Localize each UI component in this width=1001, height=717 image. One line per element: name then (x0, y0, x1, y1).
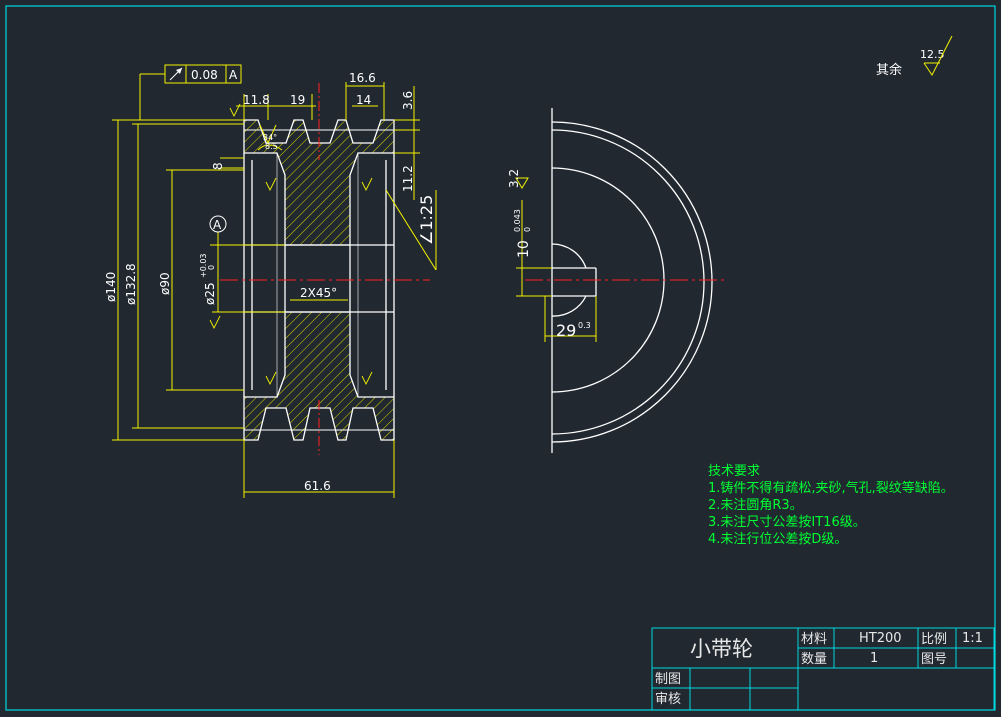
datum-label: A (213, 218, 222, 232)
dim-key-depth: 29 (556, 321, 576, 340)
dim-dia-132-8: ø132.8 (124, 263, 138, 305)
technical-requirements: 技术要求 1.铸件不得有疏松,夹砂,气孔,裂纹等缺陷。 2.未注圆角R3。 3.… (708, 463, 954, 548)
dim-19: 19 (290, 93, 305, 107)
scale-value: 1:1 (962, 631, 983, 646)
tech-item-1: 1.铸件不得有疏松,夹砂,气孔,裂纹等缺陷。 (708, 481, 954, 496)
datum-a-marker-icon: A (209, 215, 227, 233)
dim-8-5: 8.5 (265, 142, 278, 151)
tech-item-2: 2.未注圆角R3。 (708, 498, 803, 513)
dim-14: 14 (356, 93, 371, 107)
checked-label: 审核 (655, 692, 681, 707)
roughness-symbol-icon (923, 35, 953, 76)
tolerance-datum: A (229, 68, 238, 82)
dim-dia-25: ø25 (203, 282, 217, 305)
section-hatch-area (243, 119, 395, 246)
dim-key-width: 10 (516, 240, 532, 258)
scale-label: 比例 (921, 632, 947, 647)
runout-tolerance-arrow-icon (169, 67, 183, 81)
dim-dia-25-tol-upper: +0.03 (199, 253, 208, 278)
dim-chamfer: 2X45° (300, 286, 337, 300)
roughness-marks (209, 103, 373, 386)
dimension-texts: 11.8 19 16.6 14 3.6 11.2 ∠1:25 34° 8.5 8… (104, 71, 436, 493)
title-block (651, 627, 995, 711)
dim-key-width-tol-lower: 0 (523, 227, 532, 232)
dim-angle-34: 34° (263, 133, 277, 142)
roughness-value: 12.5 (920, 48, 945, 61)
dim-3-2: 3.2 (507, 169, 521, 188)
section-view (220, 83, 430, 455)
dim-dia-25-tol-lower: 0 (207, 265, 216, 270)
tolerance-value: 0.08 (191, 68, 218, 82)
tech-item-3: 3.未注尺寸公差按IT16级。 (708, 515, 866, 530)
dim-dia-90: ø90 (158, 272, 172, 295)
dim-16-6: 16.6 (349, 71, 376, 85)
dim-11-2: 11.2 (401, 165, 415, 192)
roughness-label: 其余 (876, 62, 902, 78)
side-dimension-texts: 3.2 10 0.043 0 29 0.3 (507, 169, 591, 340)
drawn-label: 制图 (655, 672, 681, 687)
dimension-lines (112, 73, 437, 498)
part-name: 小带轮 (690, 637, 753, 661)
runout-tolerance-frame: 0.08 A (164, 64, 242, 84)
side-view (551, 108, 713, 453)
quantity-value: 1 (870, 651, 878, 666)
material-value: HT200 (859, 631, 902, 646)
drawing-border (5, 5, 996, 711)
dim-11-8: 11.8 (243, 93, 270, 107)
side-dimension-lines (515, 177, 597, 342)
dim-key-depth-tol: 0.3 (578, 321, 591, 330)
quantity-label: 数量 (801, 652, 827, 667)
tech-item-4: 4.未注行位公差按D级。 (708, 532, 848, 547)
dim-dia-140: ø140 (104, 272, 118, 302)
tech-title: 技术要求 (708, 464, 761, 479)
dim-width-61-6: 61.6 (304, 479, 331, 493)
dim-taper: ∠1:25 (417, 195, 436, 245)
roughness-note: 其余 12.5 (876, 35, 953, 78)
dim-8: 8 (211, 162, 225, 170)
dim-key-width-tol: 0.043 (513, 209, 522, 232)
dim-3-6: 3.6 (401, 91, 415, 110)
drawing-no-label: 图号 (921, 652, 947, 667)
material-label: 材料 (801, 632, 827, 647)
